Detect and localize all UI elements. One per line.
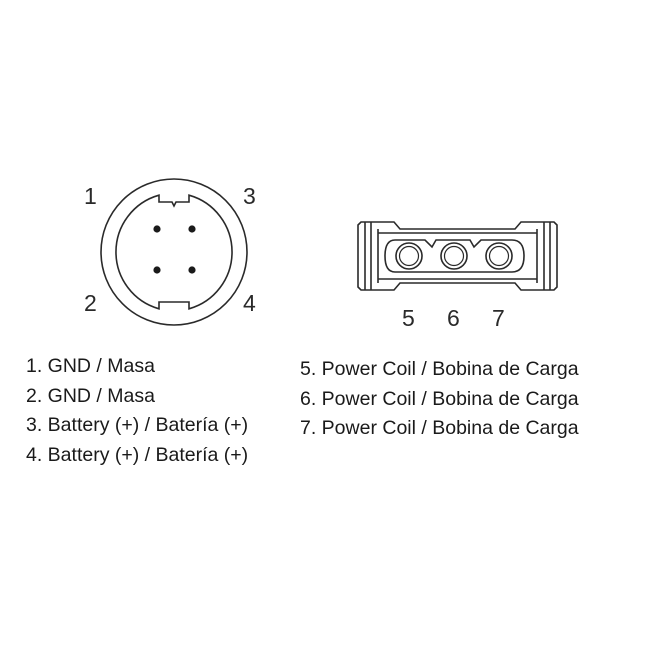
flat-connector-housing [357, 221, 558, 291]
round-pin-3 [188, 225, 196, 233]
legend-item-pin-3: 3. Battery (+) / Batería (+) [26, 414, 249, 436]
legend-item-pin-5: 5. Power Coil / Bobina de Carga [300, 358, 579, 380]
pin-label-7: 7 [492, 305, 505, 331]
round-connector-outer-ring [100, 178, 248, 326]
pin-label-2: 2 [84, 290, 97, 316]
pin-label-1: 1 [84, 183, 97, 209]
pin-label-4: 4 [243, 290, 256, 316]
flat-pin-6 [440, 242, 468, 270]
round-pin-2 [153, 266, 161, 274]
round-connector [100, 178, 248, 326]
pin-label-5: 5 [402, 305, 415, 331]
flat-connector-cavity [384, 239, 525, 273]
round-connector-inner-face [115, 194, 233, 310]
legend-round-connector: 1. GND / Masa 2. GND / Masa 3. Battery (… [26, 352, 248, 470]
flat-connector-pins [395, 242, 513, 270]
legend-item-pin-6: 6. Power Coil / Bobina de Carga [300, 387, 579, 410]
legend-item-pin-2: 2. GND / Masa [26, 384, 155, 407]
flat-pin-7 [485, 242, 513, 270]
flat-connector [357, 221, 558, 291]
pin-label-3: 3 [243, 183, 256, 209]
legend-flat-connector: 5. Power Coil / Bobina de Carga 6. Power… [300, 355, 579, 444]
round-connector-pins [153, 225, 196, 274]
round-pin-1 [153, 225, 161, 233]
legend-item-pin-1: 1. GND / Masa [26, 355, 155, 377]
flat-pin-5 [395, 242, 423, 270]
pin-label-6: 6 [447, 305, 460, 331]
legend-item-pin-7: 7. Power Coil / Bobina de Carga [300, 417, 579, 439]
legend-item-pin-4: 4. Battery (+) / Batería (+) [26, 443, 249, 466]
round-pin-4 [188, 266, 196, 274]
